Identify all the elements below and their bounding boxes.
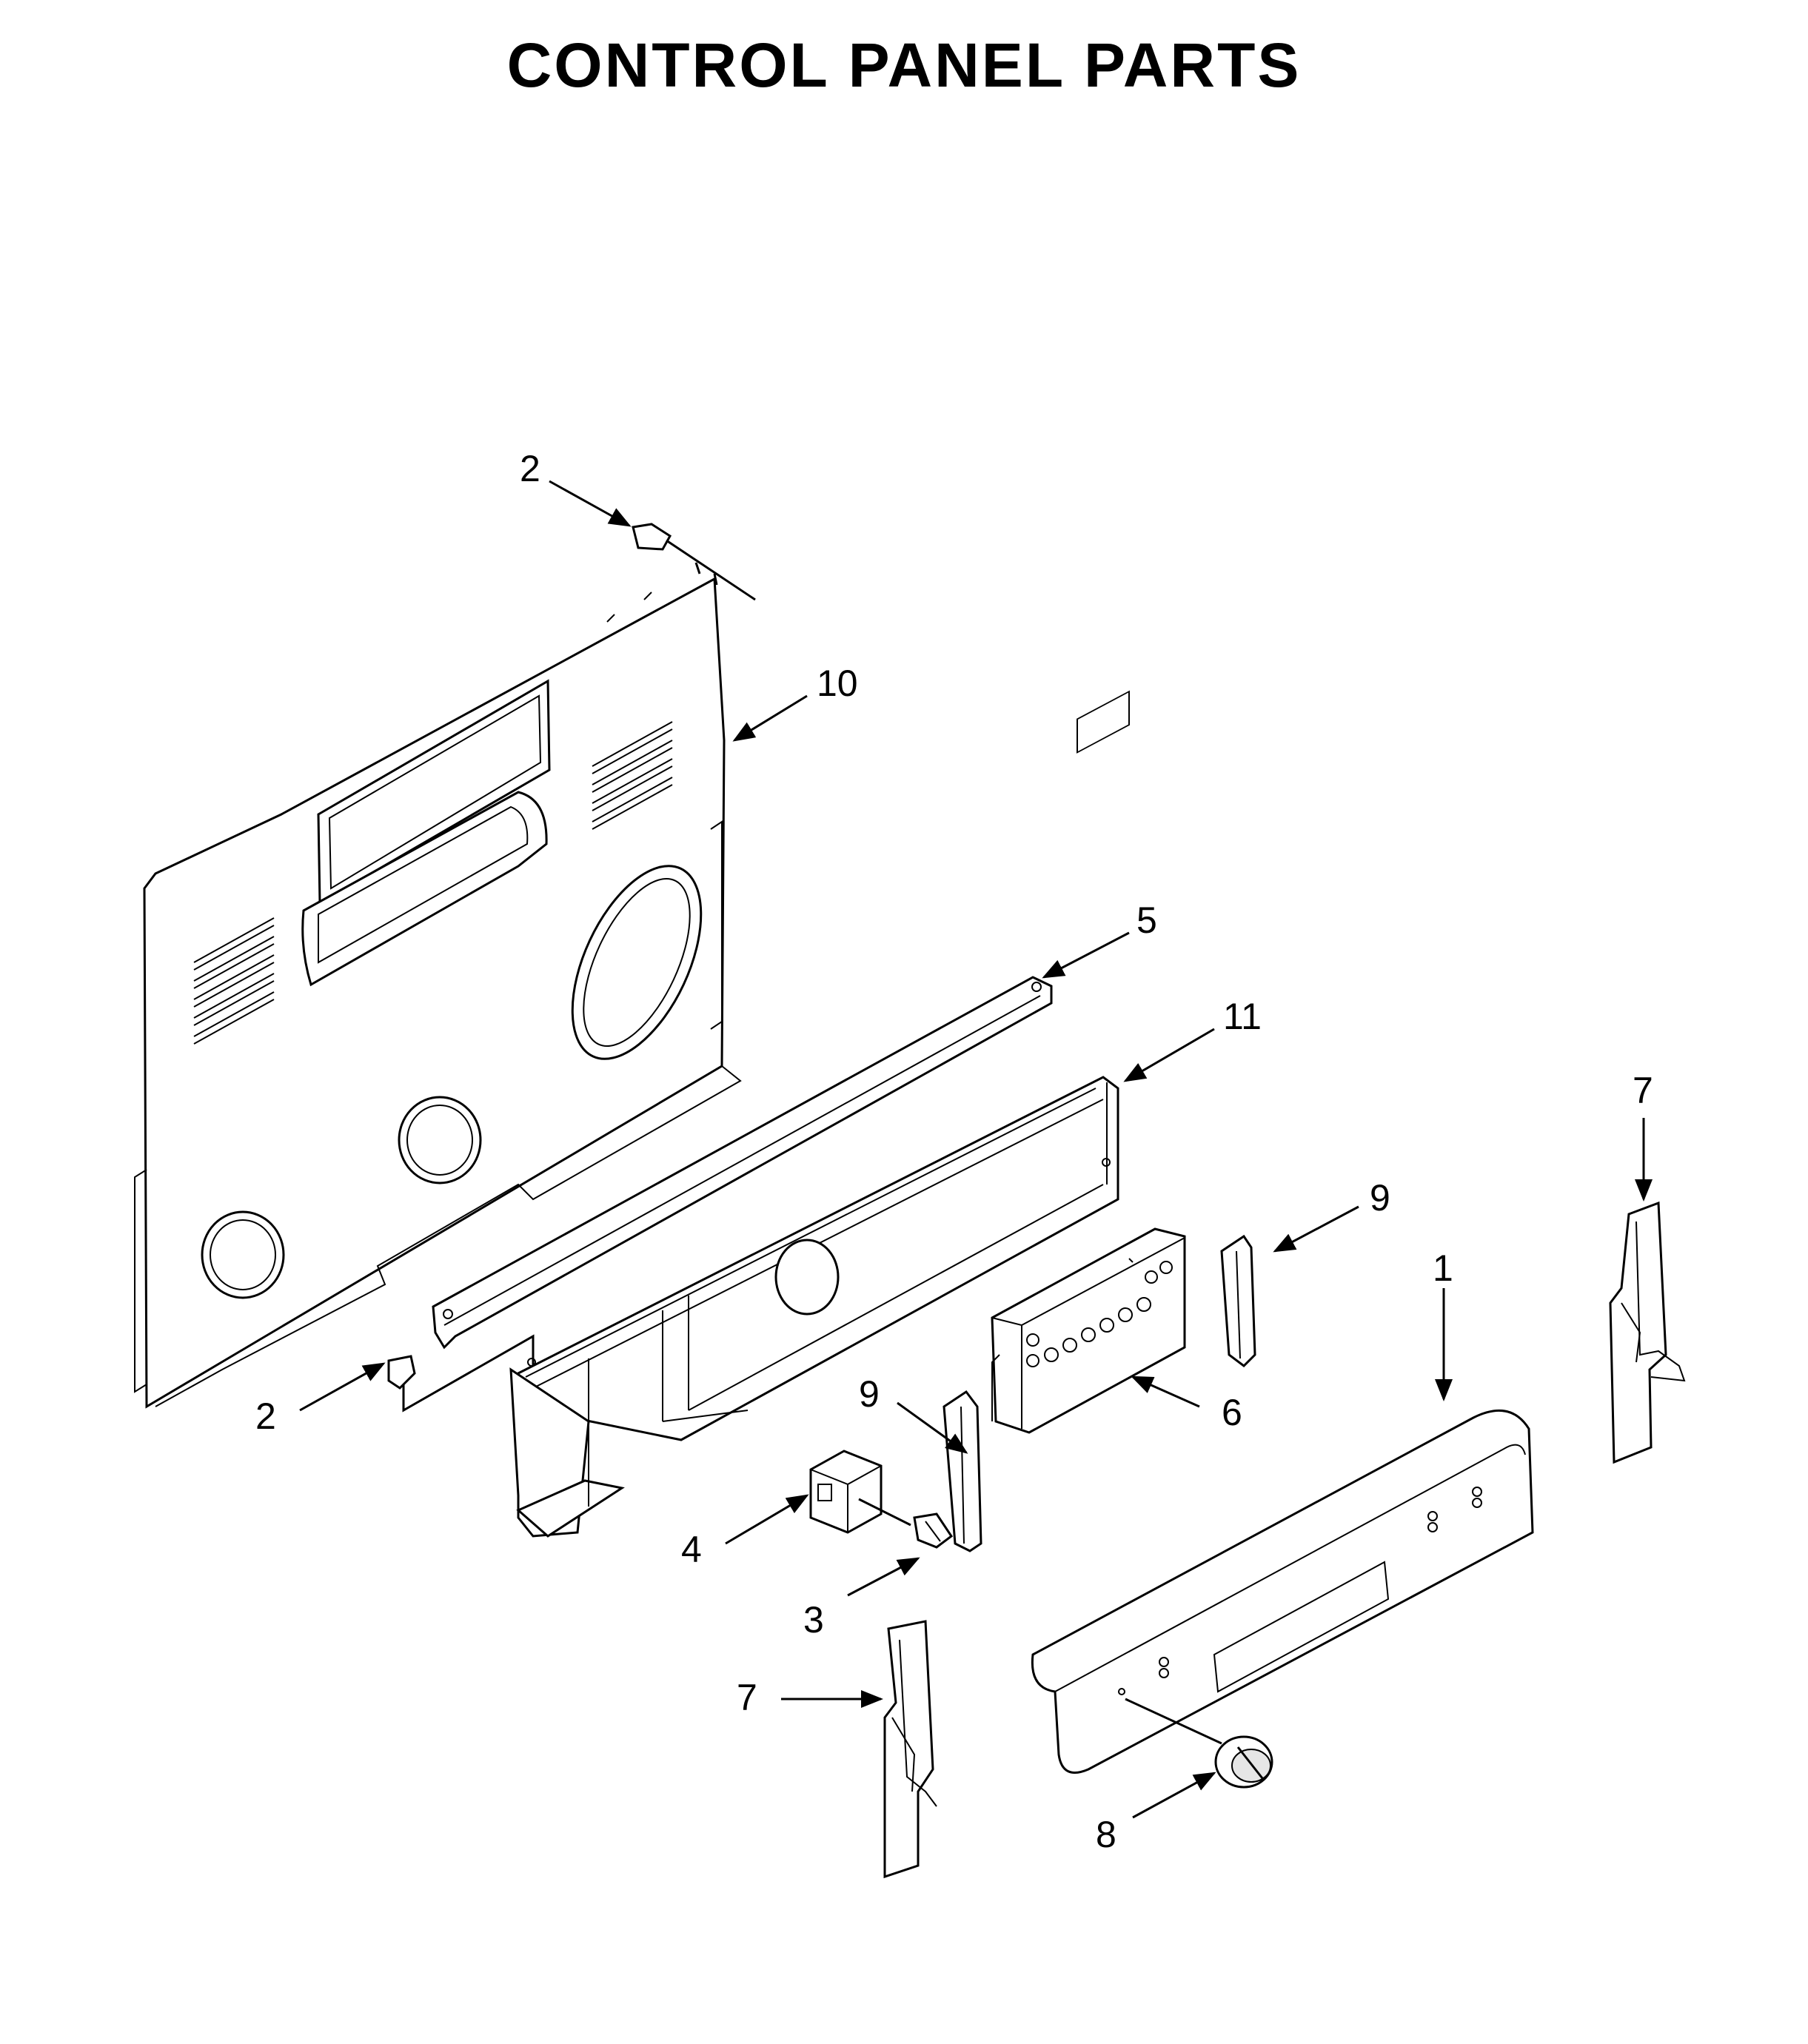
control-panel-part-1 [1031, 1409, 1534, 1774]
panel-mount-part-11 [509, 1076, 1119, 1538]
callout-labels: 2 10 5 11 7 9 1 2 6 9 4 3 7 8 [255, 448, 1653, 1855]
control-board-part-6 [991, 690, 1186, 1434]
screw-part-3 [913, 1512, 954, 1549]
bracket-part-5 [432, 976, 1053, 1350]
leader-arrow-10 [732, 694, 808, 742]
clip-part-9-upper [1220, 1234, 1256, 1367]
callout-7-left: 7 [737, 1677, 757, 1718]
end-cap-part-7-right [1609, 1201, 1686, 1464]
leader-arrow-3 [847, 1557, 920, 1597]
clip-part-9-lower [942, 1390, 982, 1552]
callout-2-bottom: 2 [255, 1395, 276, 1437]
callout-7-right: 7 [1633, 1070, 1653, 1111]
leader-arrow-11 [1123, 1028, 1215, 1082]
callout-11: 11 [1223, 996, 1262, 1037]
knob-part-8 [1125, 1698, 1273, 1789]
switch-part-4 [809, 1450, 911, 1534]
screw-part-2-top [632, 523, 756, 601]
callout-8: 8 [1096, 1814, 1116, 1855]
callout-9-lower: 9 [859, 1373, 880, 1415]
callout-6: 6 [1222, 1392, 1242, 1433]
page-title: CONTROL PANEL PARTS [506, 30, 1302, 100]
leader-arrow-4 [725, 1494, 809, 1545]
callout-5: 5 [1136, 899, 1157, 941]
leader-arrow-9-lower [897, 1401, 968, 1454]
rear-panel-part-10 [134, 577, 742, 1409]
callout-1: 1 [1433, 1247, 1453, 1289]
callout-9-upper: 9 [1370, 1177, 1390, 1219]
leader-arrow-8 [1132, 1772, 1216, 1819]
leader-arrow-2-top [549, 480, 632, 527]
leader-arrow-5 [1042, 931, 1130, 979]
callout-10: 10 [817, 663, 858, 704]
leader-arrows [299, 480, 1653, 1819]
screw-part-2-bottom [387, 1334, 535, 1413]
callout-3: 3 [803, 1599, 824, 1641]
callout-4: 4 [681, 1529, 702, 1570]
leader-arrow-2-bottom [299, 1362, 386, 1412]
callout-2-top: 2 [520, 448, 540, 489]
leader-arrow-6 [1131, 1375, 1200, 1408]
leader-arrow-9-upper [1273, 1205, 1359, 1253]
end-cap-part-7-left [883, 1620, 937, 1879]
